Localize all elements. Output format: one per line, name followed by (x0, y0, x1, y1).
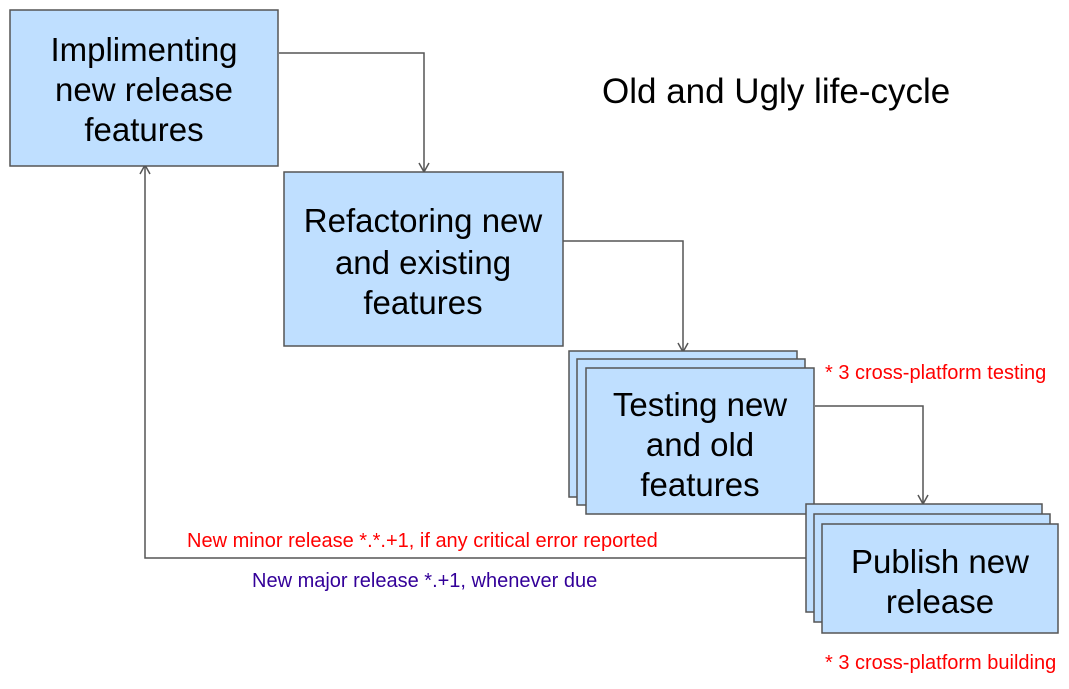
major-release-note: New major release *.+1, whenever due (252, 570, 597, 592)
step-refactoring-line-3: features (363, 284, 482, 321)
step-refactoring: Refactoring new and existing features (283, 171, 564, 347)
connector-refactor-to-testing (563, 240, 684, 351)
step-implementing-line-2: new release (55, 71, 233, 108)
connector-implement-to-refactor (279, 52, 425, 171)
step-testing-line-2: and old (646, 426, 754, 463)
minor-release-note: New minor release *.*.+1, if any critica… (187, 530, 658, 552)
testing-note: * 3 cross-platform testing (825, 362, 1046, 384)
step-refactoring-line-1: Refactoring new (304, 202, 543, 239)
step-publish-line-1: Publish new (851, 543, 1029, 580)
step-testing-line-1: Testing new (613, 386, 787, 423)
step-publish-line-2: release (886, 583, 994, 620)
step-implementing-line-1: Implimenting (50, 31, 237, 68)
step-implementing: Implimenting new release features (9, 9, 279, 167)
step-testing: Testing new and old features (568, 350, 815, 515)
connectors (139, 52, 929, 559)
building-note: * 3 cross-platform building (825, 652, 1056, 674)
connector-testing-to-publish (815, 405, 924, 503)
step-publish: Publish new release (805, 503, 1059, 634)
step-testing-line-3: features (640, 466, 759, 503)
connector-feedback-loop (144, 166, 807, 559)
step-implementing-line-3: features (84, 111, 203, 148)
diagram-title: Old and Ugly life-cycle (602, 72, 950, 111)
step-refactoring-line-2: and existing (335, 244, 511, 281)
